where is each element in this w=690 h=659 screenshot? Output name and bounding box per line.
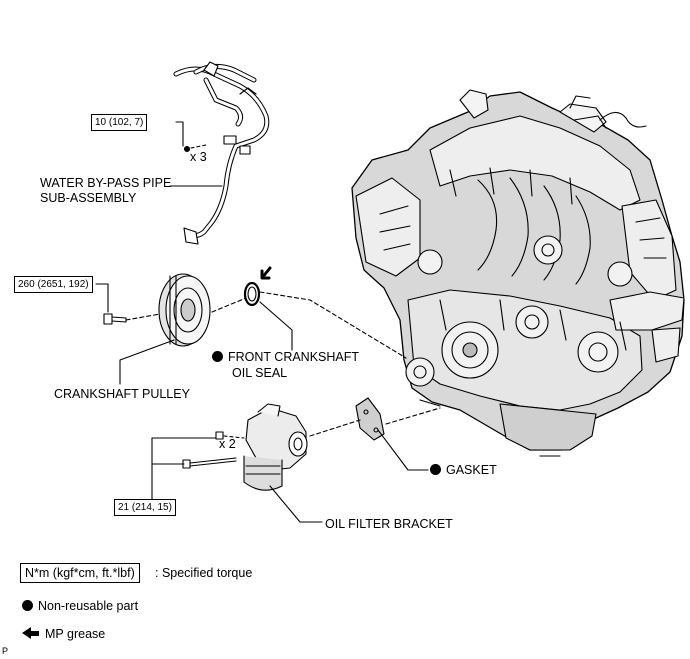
engine-assembly — [351, 89, 685, 457]
crankshaft-pulley — [158, 273, 211, 347]
front-crankshaft-oil-seal-label-2: OIL SEAL — [232, 366, 288, 380]
pulley-bolt-torque: 260 (2651, 192) — [14, 276, 93, 293]
non-reusable-dot-icon — [212, 351, 223, 362]
water-bypass-pipe — [173, 61, 270, 245]
non-reusable-dot-icon — [22, 600, 33, 611]
gasket-label: GASKET — [430, 463, 497, 477]
bracket-nut-quantity: x 2 — [219, 437, 236, 451]
legend-mp-grease-text: MP grease — [45, 627, 106, 641]
corner-mark: P — [2, 646, 9, 656]
bracket-label-leader — [269, 485, 323, 523]
pulley-bolt — [103, 313, 161, 325]
bracket-bolts — [182, 431, 245, 469]
non-reusable-dot-icon — [430, 464, 441, 475]
crankshaft-pulley-label: CRANKSHAFT PULLEY — [54, 387, 190, 401]
bracket-bolt-torque: 21 (214, 15) — [114, 499, 176, 516]
gasket-label-text: GASKET — [446, 463, 497, 477]
grease-arrow-icon — [22, 627, 31, 639]
oil-filter-bracket-label: OIL FILTER BRACKET — [325, 517, 453, 531]
pulley-torque-leader — [95, 283, 109, 313]
legend-mp-grease: MP grease — [22, 627, 105, 641]
pipe-bolt-torque: 10 (102, 7) — [91, 114, 148, 131]
water-bypass-pipe-label-2: SUB-ASSEMBLY — [40, 191, 137, 205]
pulley-label-leader — [119, 339, 175, 385]
oil-seal-label-line1: FRONT CRANKSHAFT — [228, 350, 360, 364]
pipe-bolts — [183, 144, 207, 153]
oil-filter-bracket — [243, 403, 308, 491]
oil-seal-leader — [259, 301, 293, 351]
water-bypass-pipe-label-1: WATER BY-PASS PIPE — [40, 176, 172, 190]
gasket-leader — [377, 429, 429, 471]
legend-non-reusable-text: Non-reusable part — [38, 599, 139, 613]
gasket-part — [355, 397, 385, 441]
legend-torque-unit-box: N*m (kgf*cm, ft.*lbf) — [20, 563, 140, 583]
bracket-torque-leader — [151, 437, 217, 505]
grease-arrow-tail-icon — [31, 631, 39, 636]
legend-non-reusable: Non-reusable part — [22, 599, 138, 613]
oil-seal — [243, 281, 261, 307]
front-crankshaft-oil-seal-label: FRONT CRANKSHAFT — [212, 350, 359, 364]
pipe-bolt-quantity: x 3 — [190, 150, 207, 164]
legend-torque-description: : Specified torque — [155, 566, 253, 580]
pipe-torque-leader — [175, 121, 184, 147]
